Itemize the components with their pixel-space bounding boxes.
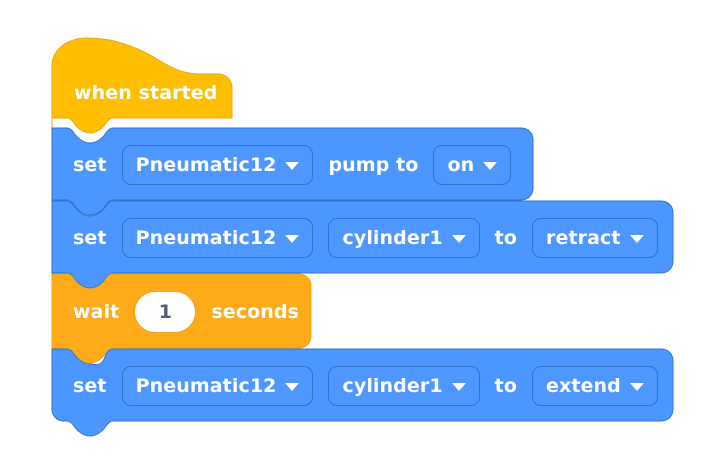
set-retract-prefix-label: set xyxy=(73,226,107,249)
set-pump-middle-label: pump to xyxy=(328,153,419,176)
set-pump-device-value: Pneumatic12 xyxy=(135,153,277,176)
chevron-down-icon xyxy=(285,382,300,391)
set-extend-prefix-label: set xyxy=(73,374,107,397)
set-extend-port-dropdown[interactable]: cylinder1 xyxy=(328,366,480,406)
set-extend-state-value: extend xyxy=(546,374,621,397)
set-pump-prefix-label: set xyxy=(73,153,107,176)
hat-block-shape[interactable] xyxy=(51,37,233,134)
set-pump-state-dropdown[interactable]: on xyxy=(433,145,512,185)
wait-duration-input[interactable]: 1 xyxy=(134,291,197,333)
set-retract-state-dropdown[interactable]: retract xyxy=(532,218,658,258)
chevron-down-icon xyxy=(285,161,300,170)
set-retract-middle-label: to xyxy=(494,226,517,249)
hat-block-label: when started xyxy=(74,81,218,104)
set-extend-state-dropdown[interactable]: extend xyxy=(532,366,658,406)
chevron-down-icon xyxy=(629,234,644,243)
set-extend-middle-label: to xyxy=(494,374,517,397)
set-extend-device-dropdown[interactable]: Pneumatic12 xyxy=(121,366,314,406)
set-retract-port-dropdown[interactable]: cylinder1 xyxy=(328,218,480,258)
wait-prefix-label: wait xyxy=(73,300,120,323)
chevron-down-icon xyxy=(483,161,498,170)
wait-duration-value: 1 xyxy=(158,300,173,323)
set-extend-device-value: Pneumatic12 xyxy=(135,374,277,397)
wait-suffix-label: seconds xyxy=(211,300,300,323)
chevron-down-icon xyxy=(629,382,644,391)
set-retract-device-dropdown[interactable]: Pneumatic12 xyxy=(121,218,314,258)
chevron-down-icon xyxy=(451,382,466,391)
set-retract-state-value: retract xyxy=(546,226,621,249)
chevron-down-icon xyxy=(451,234,466,243)
set-pump-state-value: on xyxy=(447,153,475,176)
set-extend-port-value: cylinder1 xyxy=(342,374,443,397)
set-retract-device-value: Pneumatic12 xyxy=(135,226,277,249)
set-retract-port-value: cylinder1 xyxy=(342,226,443,249)
chevron-down-icon xyxy=(285,234,300,243)
set-pump-device-dropdown[interactable]: Pneumatic12 xyxy=(121,145,314,185)
